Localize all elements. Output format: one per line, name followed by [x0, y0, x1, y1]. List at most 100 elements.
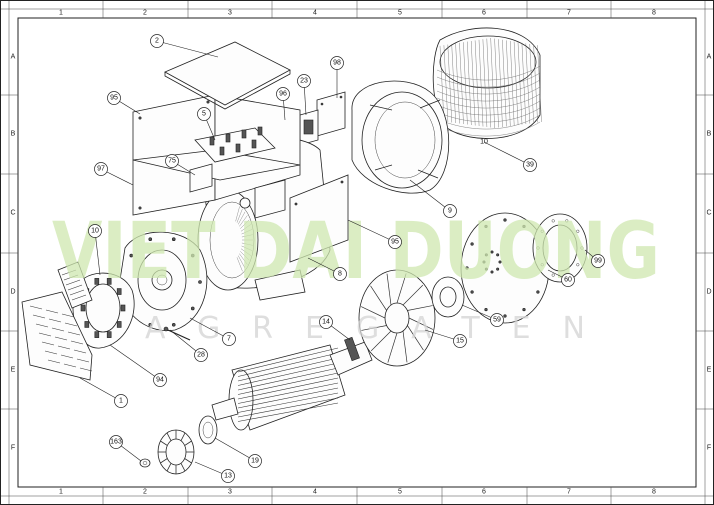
col-label-bottom-2: 2 — [143, 489, 147, 496]
mesh-line — [502, 39, 507, 127]
svg-text:23: 23 — [300, 78, 308, 85]
callout-13: 13 — [221, 469, 235, 483]
svg-text:8: 8 — [338, 271, 342, 278]
louvre-slot — [38, 332, 52, 337]
fan-blade — [407, 305, 433, 311]
svg-text:5: 5 — [202, 111, 206, 118]
gasket-hole — [576, 229, 580, 233]
louvre-slot — [41, 341, 55, 346]
bolt-hole — [171, 237, 176, 242]
svg-text:95: 95 — [391, 239, 399, 246]
rotor-tooth — [184, 440, 192, 446]
exciter-pole — [116, 321, 122, 328]
terminal-bolt — [251, 139, 257, 149]
mesh-line — [451, 43, 456, 124]
callout-10-top: 10 — [480, 139, 488, 146]
disc-hole — [470, 290, 474, 294]
col-label-5: 5 — [398, 10, 402, 17]
part-5-terminals — [194, 126, 276, 163]
stator-slot — [241, 234, 253, 238]
stator-slot — [239, 215, 248, 227]
louvre-slot — [35, 323, 49, 328]
disc-hole — [490, 250, 494, 254]
callout-7: 7 — [222, 332, 236, 346]
disc-hole — [482, 260, 486, 264]
mesh-line — [436, 114, 541, 130]
part-1-louvre-cover — [21, 291, 93, 381]
callout-14: 14 — [319, 315, 333, 329]
disc-hole — [503, 314, 507, 318]
svg-text:99: 99 — [594, 258, 602, 265]
svg-text:13: 13 — [224, 473, 232, 480]
row-label-E: E — [11, 367, 16, 374]
disc-hole — [522, 307, 526, 312]
louvre-slot — [64, 322, 78, 327]
louvre-slot — [47, 359, 61, 364]
louvre-slot — [60, 354, 74, 359]
rotor-tooth — [184, 458, 192, 464]
mesh-line — [525, 43, 530, 124]
row-label-A: A — [11, 54, 16, 61]
exciter-pole — [84, 321, 90, 328]
mesh-line — [517, 42, 523, 125]
row-label-C: C — [10, 210, 15, 217]
terminal-bolt — [241, 129, 247, 139]
bolt-hole — [171, 322, 176, 327]
callout-1: 1 — [114, 394, 128, 408]
terminal-bolt — [257, 126, 263, 136]
row-label-right-F: F — [707, 445, 711, 452]
exciter-pole — [116, 288, 122, 295]
louvre-slot — [61, 313, 75, 318]
mesh-line — [436, 93, 541, 109]
mesh-line — [533, 44, 538, 123]
callout-9: 9 — [443, 204, 457, 218]
disc-hole — [498, 260, 502, 264]
louvre-slot — [71, 294, 87, 301]
svg-text:7: 7 — [227, 336, 231, 343]
gasket-hole — [580, 246, 584, 250]
disc-hole — [484, 253, 488, 257]
louvre-slot — [29, 305, 43, 310]
exciter-pole — [106, 278, 112, 285]
svg-text:163: 163 — [110, 439, 122, 446]
col-label-7: 7 — [567, 10, 571, 17]
callout-163: 163 — [109, 435, 123, 449]
rotor-bar — [237, 352, 339, 377]
rotor-bar — [237, 397, 339, 418]
fan-blade — [407, 325, 424, 351]
gasket-hole — [551, 273, 555, 277]
mesh-line — [494, 38, 499, 128]
col-label-bottom-4: 4 — [313, 489, 317, 496]
row-label-right-B: B — [707, 131, 712, 138]
bolt-hole — [148, 237, 153, 242]
part-163-washer — [139, 458, 151, 468]
disc-hole — [496, 267, 500, 271]
disc-hole — [465, 266, 469, 270]
louvre-slot — [73, 349, 87, 354]
exciter-pole — [80, 304, 86, 312]
mesh-line — [506, 40, 511, 127]
svg-text:75: 75 — [168, 158, 176, 165]
mesh-line — [459, 42, 464, 125]
svg-text:1: 1 — [119, 398, 123, 405]
terminal-bolt — [209, 136, 215, 146]
col-label-bottom-8: 8 — [652, 489, 656, 496]
watermark-logo: VIET DAI DUONG AGREGATEN — [52, 207, 660, 346]
stator-slot — [241, 229, 253, 235]
mesh-line — [498, 39, 503, 128]
col-label-bottom-1: 1 — [59, 489, 63, 496]
fan-blade — [402, 284, 424, 306]
stator-slot — [235, 206, 240, 222]
fan-blade — [370, 285, 387, 311]
callout-98: 98 — [330, 56, 344, 70]
rotor-tooth — [166, 463, 172, 472]
stator-slot — [236, 257, 243, 272]
fan-blade — [386, 273, 392, 306]
disc-hole — [484, 267, 488, 271]
col-label-6: 6 — [482, 10, 486, 17]
louvre-slot — [65, 279, 81, 286]
bolt-hole — [190, 306, 195, 311]
exciter-pole — [106, 331, 112, 338]
terminal-bolt — [225, 133, 231, 143]
